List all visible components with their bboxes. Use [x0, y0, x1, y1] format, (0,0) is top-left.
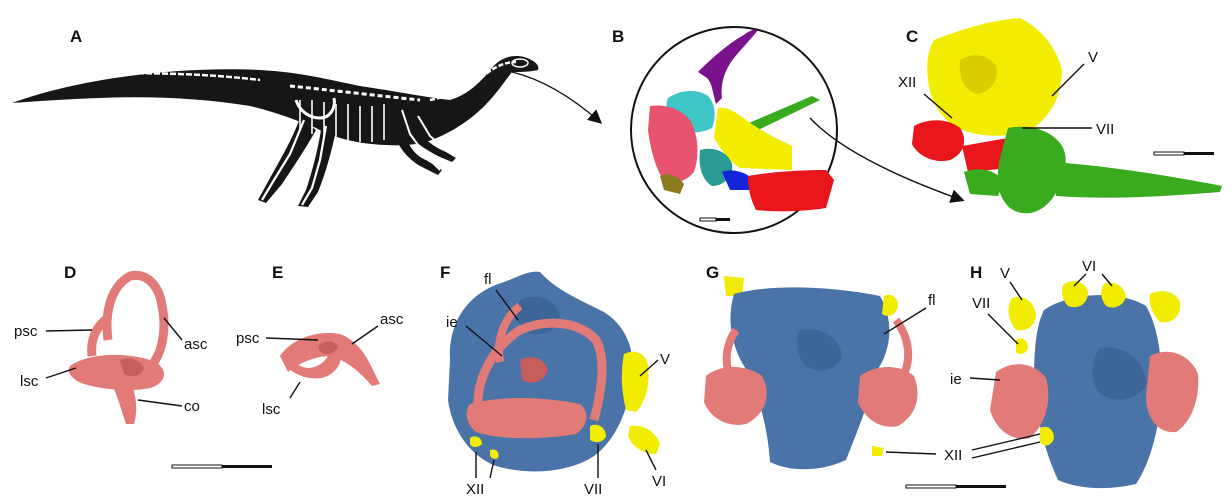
- scale-bar-g: [906, 485, 1006, 488]
- endocast-model-h: [990, 281, 1198, 488]
- label-d-psc: psc: [14, 323, 38, 340]
- leader-e-lsc: [290, 382, 300, 398]
- label-h-vii: VII: [972, 295, 990, 312]
- scale-bar-c: [1154, 152, 1214, 155]
- label-d-lsc: lsc: [20, 373, 39, 390]
- label-h-v: V: [1000, 265, 1010, 282]
- label-c-vii: VII: [1096, 121, 1114, 138]
- arrow-a-to-b: [512, 72, 600, 122]
- label-e-lsc: lsc: [262, 401, 281, 418]
- label-g-fl: fl: [928, 292, 936, 309]
- panel-e: E psc asc lsc: [236, 263, 404, 418]
- label-c-xii: XII: [898, 74, 916, 91]
- label-f-fl: fl: [484, 271, 492, 288]
- panel-d: D psc asc lsc co: [14, 263, 272, 468]
- panel-label-f: F: [440, 263, 450, 282]
- label-f-xii: XII: [466, 481, 484, 498]
- label-e-asc: asc: [380, 311, 404, 328]
- label-e-psc: psc: [236, 330, 260, 347]
- label-c-v: V: [1088, 49, 1098, 66]
- endocast-model-g: [704, 276, 917, 469]
- label-f-v: V: [660, 351, 670, 368]
- panel-b: B: [612, 27, 962, 233]
- panel-a: A: [12, 27, 600, 207]
- panel-label-b: B: [612, 27, 624, 46]
- label-d-co: co: [184, 398, 200, 415]
- panel-label-d: D: [64, 263, 76, 282]
- label-d-asc: asc: [184, 336, 208, 353]
- scale-bar-d: [172, 465, 272, 468]
- braincase-model-c: [912, 18, 1222, 213]
- leader-d-co: [138, 400, 182, 406]
- scale-bar-b: [700, 218, 730, 221]
- panel-label-g: G: [706, 263, 719, 282]
- label-h-vi: VI: [1082, 258, 1096, 275]
- label-f-vii: VII: [584, 481, 602, 498]
- endocast-model-f: [448, 272, 660, 472]
- panel-c: C XII V VII: [898, 18, 1222, 213]
- inner-ear-model-e: [280, 333, 380, 386]
- label-h-xii: XII: [944, 447, 962, 464]
- leader-d-psc: [46, 330, 92, 331]
- panel-label-c: C: [906, 27, 918, 46]
- dinosaur-skeleton-silhouette: [12, 56, 538, 207]
- panel-f: F fl ie V VI VII XII: [440, 263, 670, 498]
- label-h-ie: ie: [950, 371, 962, 388]
- label-f-ie: ie: [446, 314, 458, 331]
- panel-label-a: A: [70, 27, 82, 46]
- panel-label-h: H: [970, 263, 982, 282]
- panel-label-e: E: [272, 263, 283, 282]
- label-f-vi: VI: [652, 473, 666, 490]
- leader-e-asc: [352, 326, 378, 344]
